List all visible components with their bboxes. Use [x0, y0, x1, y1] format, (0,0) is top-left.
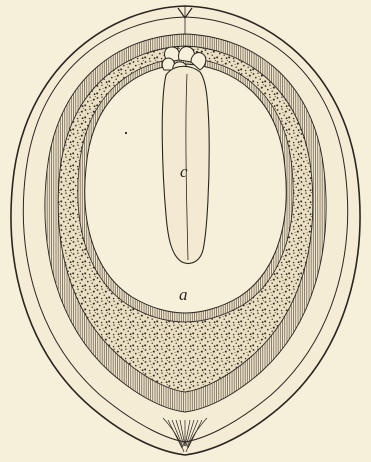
- label-a: a: [179, 285, 188, 304]
- embryo: [162, 47, 209, 264]
- ink-speck: [125, 132, 127, 134]
- label-c: c: [180, 162, 188, 181]
